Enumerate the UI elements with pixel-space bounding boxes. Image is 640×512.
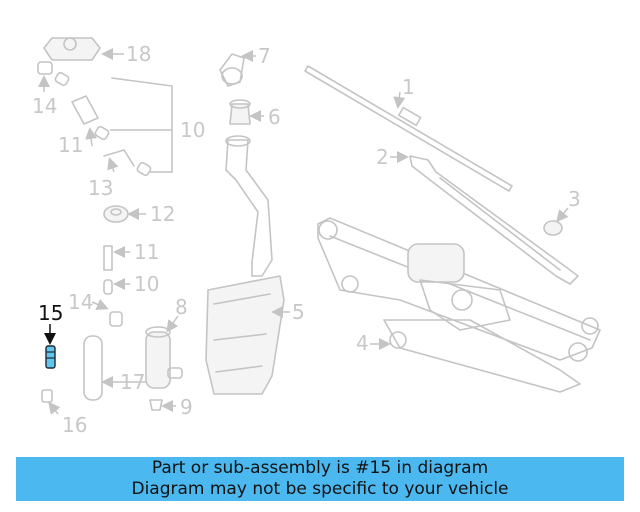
callout-2: 2	[376, 145, 389, 169]
banner-line-disclaimer: Diagram may not be specific to your vehi…	[131, 479, 509, 499]
washer-reservoir	[205, 135, 285, 395]
callout-labels: 1 2 3 4 5 6 7 8 9 10 10 11 11 12 13 14 1…	[32, 42, 581, 437]
wiper-arm	[409, 155, 579, 285]
part-15-highlighted	[45, 345, 56, 369]
parts-diagram: 1 2 3 4 5 6 7 8 9 10 10 11 11 12 13 14 1…	[32, 37, 601, 437]
callout-3: 3	[568, 187, 581, 211]
callout-10-upper: 10	[180, 118, 205, 142]
callout-1: 1	[402, 75, 415, 99]
nozzle-group	[37, 37, 173, 177]
callout-13: 13	[88, 176, 113, 200]
washer-pump	[145, 326, 183, 389]
callout-6: 6	[268, 105, 281, 129]
callout-5: 5	[292, 300, 305, 324]
filler-cap	[219, 53, 245, 87]
callout-16: 16	[62, 413, 87, 437]
leader-lines	[38, 48, 569, 415]
pump-grommet	[149, 399, 163, 411]
connector	[41, 389, 53, 403]
wiper-linkage	[317, 217, 601, 393]
callout-14-lower: 14	[68, 290, 93, 314]
callout-10-lower: 10	[134, 272, 159, 296]
callout-18: 18	[126, 42, 151, 66]
pivot-cap	[543, 220, 563, 236]
callout-14-upper: 14	[32, 94, 57, 118]
callout-17: 17	[120, 370, 145, 394]
callout-7: 7	[258, 44, 271, 68]
filler-neck	[229, 99, 251, 125]
callout-8: 8	[175, 295, 188, 319]
banner-line-part-number: Part or sub-assembly is #15 in diagram	[151, 458, 489, 478]
callout-4: 4	[356, 331, 369, 355]
lower-hose-parts	[103, 245, 123, 327]
wiper-blade	[304, 65, 513, 192]
callout-12: 12	[150, 202, 175, 226]
callout-11-upper: 11	[58, 133, 83, 157]
callout-11-lower: 11	[134, 240, 159, 264]
washer-hose	[83, 335, 103, 401]
reservoir-grommet	[103, 205, 129, 223]
callout-9: 9	[180, 395, 193, 419]
callout-15: 15	[38, 301, 63, 325]
info-banner: Part or sub-assembly is #15 in diagram D…	[16, 457, 624, 501]
